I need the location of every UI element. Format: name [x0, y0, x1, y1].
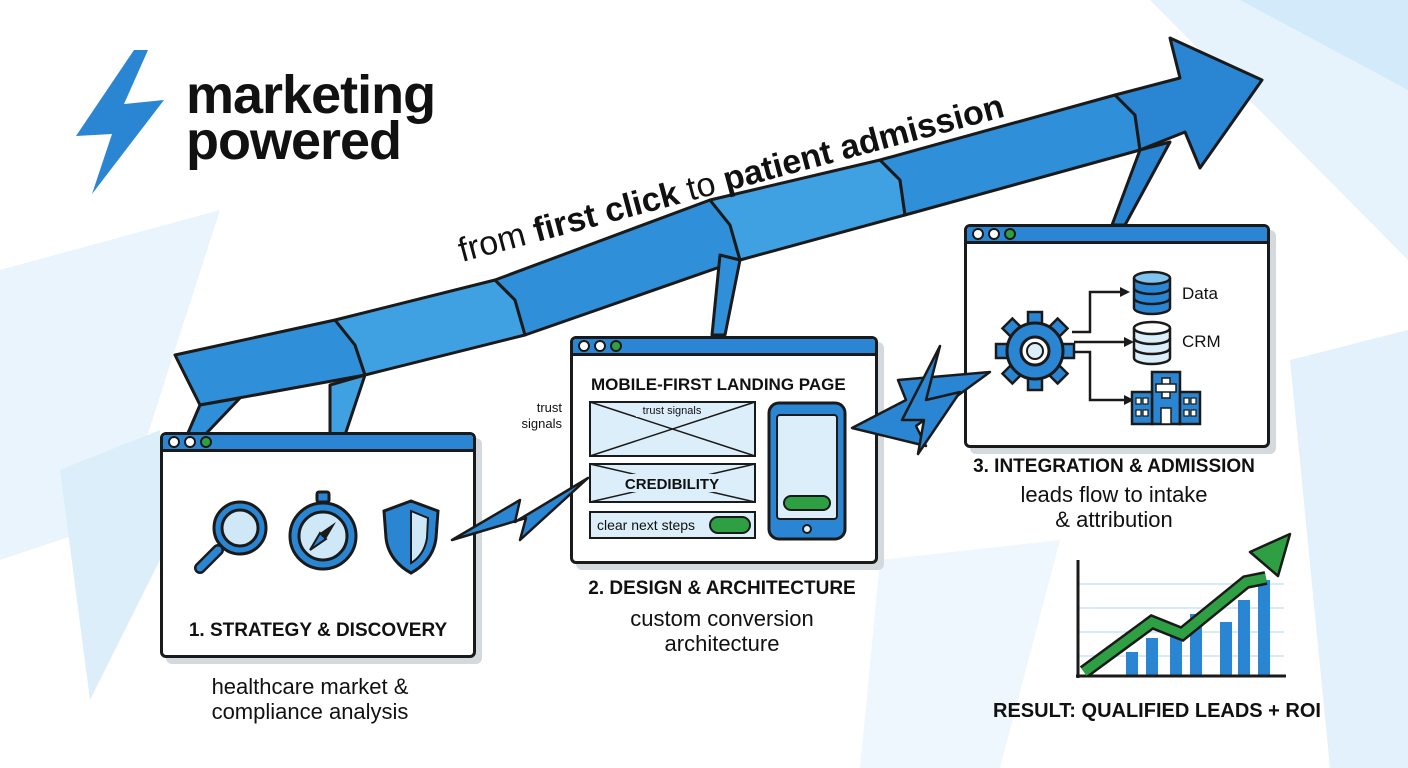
credibility-label: CREDIBILITY [625, 476, 719, 493]
brand-logo: marketing powered [186, 65, 436, 171]
connector-to-step2 [710, 253, 742, 337]
data-label: Data [1182, 284, 1218, 303]
step1-desc-line1: healthcare market & [211, 674, 409, 699]
arrow-head [1113, 36, 1264, 170]
lightning-bolt-icon [76, 50, 164, 194]
landing-heading: MOBILE-FIRST LANDING PAGE [591, 375, 846, 394]
step3-desc-line2: & attribution [1055, 507, 1173, 532]
step3-description: leads flow to intake & attribution [956, 482, 1272, 532]
step3-desc-line1: leads flow to intake [1020, 482, 1208, 507]
shield-icon [382, 499, 440, 575]
result-label: RESULT: QUALIFIED LEADS + ROI [993, 700, 1321, 722]
next-steps-label: clear next steps [597, 517, 695, 533]
step1-desc-line2: compliance analysis [211, 699, 409, 724]
step2-desc-line1: custom conversion [630, 606, 814, 631]
trust-signals-side-label: trust signals [521, 400, 562, 431]
lightning-connector-2b [900, 344, 962, 456]
integration-flow [1072, 287, 1134, 405]
step3-title: 3. INTEGRATION & ADMISSION [973, 456, 1255, 477]
step2-description: custom conversion architecture [562, 606, 882, 656]
crm-label: CRM [1182, 332, 1221, 351]
hospital-icon [1130, 370, 1202, 426]
step2-desc-line2: architecture [664, 631, 780, 656]
step3-window [964, 224, 1270, 448]
step1-title: 1. STRATEGY & DISCOVERY [188, 620, 448, 641]
brand-line1: marketing [186, 65, 436, 125]
lightning-connector-1 [450, 476, 590, 542]
step1-description: healthcare market & compliance analysis [160, 674, 460, 724]
next-steps-button [709, 516, 751, 534]
magnifier-icon [194, 500, 268, 574]
gear-icon [994, 310, 1076, 392]
step2-title: 2. DESIGN & ARCHITECTURE [588, 578, 856, 599]
trust-signals-box-label: trust signals [643, 405, 702, 417]
database-icon [1132, 270, 1172, 316]
compass-icon [288, 490, 358, 571]
growth-chart-icon [1076, 532, 1292, 678]
phone-icon [767, 401, 847, 541]
landing-wireframe: trust signals CREDIBILITY clear next ste… [589, 401, 756, 539]
crm-database-icon [1132, 320, 1172, 366]
brand-line2: powered [186, 111, 402, 171]
